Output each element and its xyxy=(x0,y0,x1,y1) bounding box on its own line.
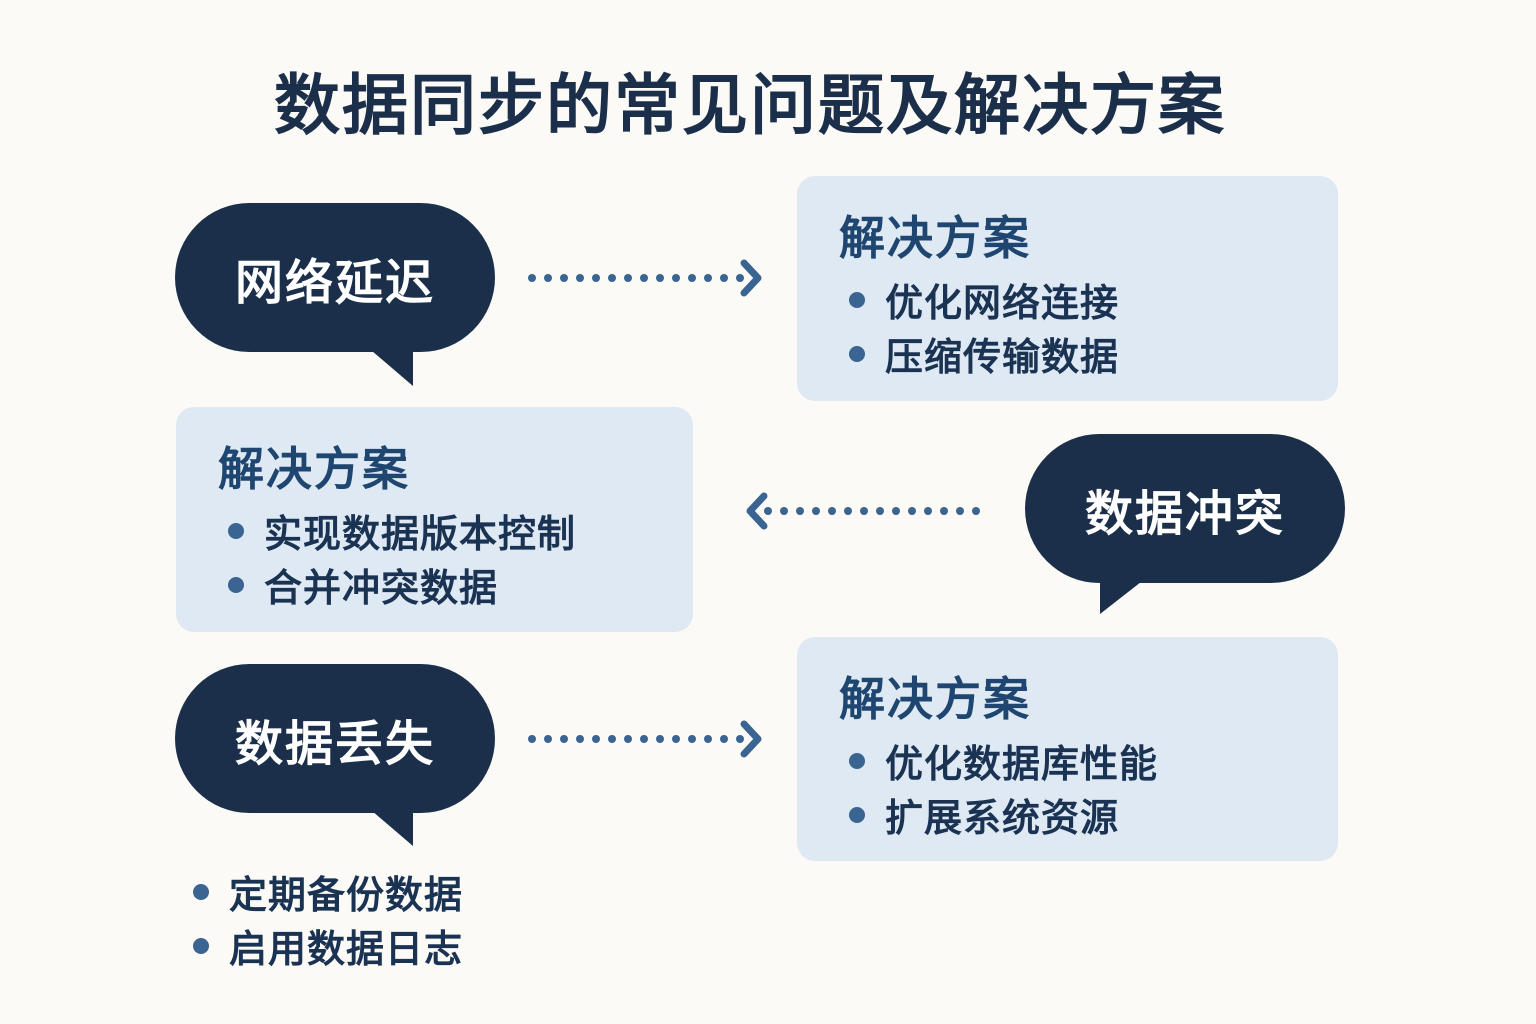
arrow-dot xyxy=(828,507,836,515)
arrow-dot xyxy=(576,274,584,282)
arrow-dot xyxy=(560,735,568,743)
arrow-dot xyxy=(688,735,696,743)
problem-bubble-data-loss: 数据丢失 xyxy=(175,664,495,813)
arrow-dot xyxy=(892,507,900,515)
arrow-dot xyxy=(796,507,804,515)
bullet-icon xyxy=(228,576,244,593)
arrow-dot xyxy=(608,735,616,743)
solution-item: 压缩传输数据 xyxy=(849,326,1119,381)
bubble-tail xyxy=(365,805,413,846)
solution-item: 实现数据版本控制 xyxy=(228,503,576,558)
arrow-left-icon xyxy=(746,492,768,530)
solution-item: 优化数据库性能 xyxy=(849,733,1158,788)
arrow-dot xyxy=(924,507,932,515)
solution-item: 优化网络连接 xyxy=(849,272,1119,327)
page-title: 数据同步的常见问题及解决方案 xyxy=(274,67,1226,144)
bullet-icon xyxy=(849,806,865,823)
extra-text: 定期备份数据 xyxy=(229,873,464,917)
arrow-dot xyxy=(560,274,568,282)
extra-item: 定期备份数据 xyxy=(193,864,463,919)
bullet-icon xyxy=(849,345,865,362)
solution-text: 合并冲突数据 xyxy=(264,566,499,610)
bullet-icon xyxy=(228,522,244,539)
solution-text: 实现数据版本控制 xyxy=(264,512,577,556)
solution-text: 压缩传输数据 xyxy=(885,335,1120,379)
arrow-dot xyxy=(672,735,680,743)
arrow-dot xyxy=(576,735,584,743)
solution-box-loss: 解决方案 优化数据库性能 扩展系统资源 xyxy=(797,637,1338,861)
arrow-dot xyxy=(720,274,728,282)
arrow-dot xyxy=(972,507,980,515)
bubble-tail xyxy=(1100,575,1150,614)
arrow-dot xyxy=(640,735,648,743)
arrow-dot xyxy=(528,735,536,743)
arrow-right-icon xyxy=(740,259,762,297)
arrow-dot xyxy=(908,507,916,515)
solution-text: 优化网络连接 xyxy=(885,281,1120,325)
solution-title: 解决方案 xyxy=(839,672,1031,726)
arrow-dot xyxy=(704,274,712,282)
solution-item: 合并冲突数据 xyxy=(228,557,498,612)
bullet-icon xyxy=(849,291,865,308)
bullet-icon xyxy=(849,752,865,769)
arrow-dot xyxy=(844,507,852,515)
arrow-dot xyxy=(764,507,772,515)
arrow-dot xyxy=(812,507,820,515)
extra-text: 启用数据日志 xyxy=(229,927,464,971)
extra-item: 启用数据日志 xyxy=(193,918,463,973)
arrow-dot xyxy=(640,274,648,282)
arrow-dot xyxy=(624,274,632,282)
solution-box-conflict: 解决方案 实现数据版本控制 合并冲突数据 xyxy=(176,407,693,632)
arrow-right-icon xyxy=(740,720,762,758)
bubble-tail xyxy=(365,345,413,386)
problem-bubble-network-latency: 网络延迟 xyxy=(175,203,495,352)
arrow-dot xyxy=(780,507,788,515)
solution-title: 解决方案 xyxy=(839,211,1031,265)
solution-item: 扩展系统资源 xyxy=(849,787,1119,842)
arrow-dot xyxy=(720,735,728,743)
arrow-dot xyxy=(940,507,948,515)
arrow-dot xyxy=(528,274,536,282)
solution-box-network: 解决方案 优化网络连接 压缩传输数据 xyxy=(797,176,1338,401)
arrow-dot xyxy=(672,274,680,282)
arrow-dot xyxy=(624,735,632,743)
bullet-icon xyxy=(193,937,209,954)
solution-title: 解决方案 xyxy=(218,442,410,496)
arrow-dot xyxy=(956,507,964,515)
arrow-dot xyxy=(736,274,744,282)
arrow-dot xyxy=(860,507,868,515)
solution-text: 扩展系统资源 xyxy=(885,796,1120,840)
problem-bubble-data-conflict: 数据冲突 xyxy=(1025,434,1345,583)
arrow-dot xyxy=(656,735,664,743)
arrow-dot xyxy=(608,274,616,282)
solution-text: 优化数据库性能 xyxy=(885,742,1159,786)
arrow-dot xyxy=(736,735,744,743)
arrow-dot xyxy=(876,507,884,515)
arrow-dot xyxy=(544,735,552,743)
arrow-dot xyxy=(688,274,696,282)
arrow-dot xyxy=(704,735,712,743)
arrow-dot xyxy=(656,274,664,282)
arrow-dot xyxy=(544,274,552,282)
arrow-dot xyxy=(592,735,600,743)
bullet-icon xyxy=(193,883,209,900)
arrow-dot xyxy=(592,274,600,282)
